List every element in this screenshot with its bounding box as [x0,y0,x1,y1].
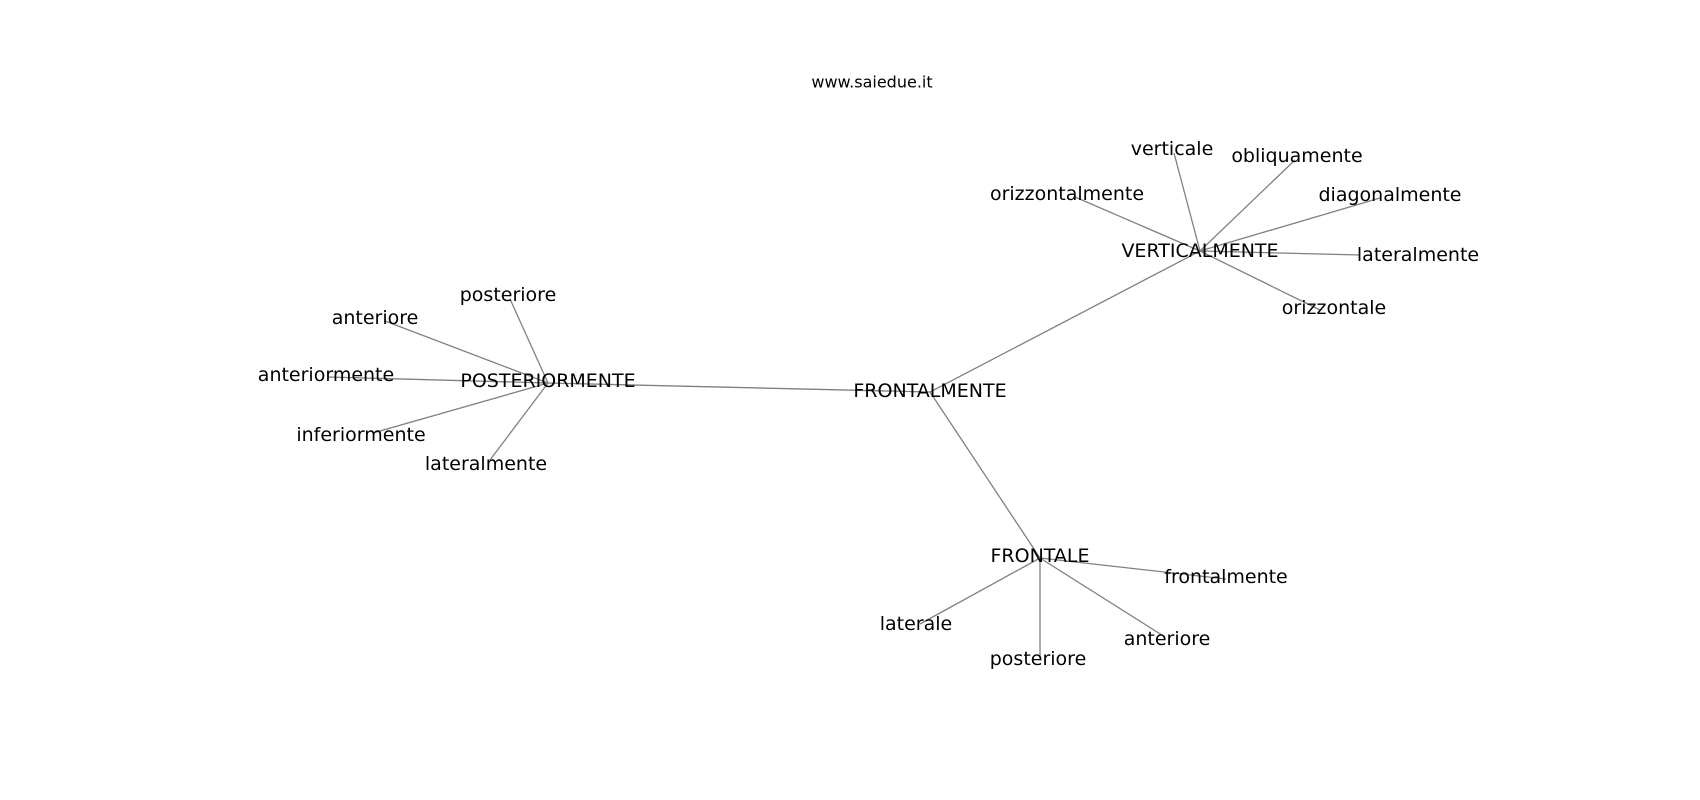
leaf-node-frontale-frontalmente: frontalmente [1164,566,1288,588]
leaf-node-verticalmente-orizzontalmente: orizzontalmente [990,183,1144,205]
hub-node-verticalmente: VERTICALMENTE [1121,240,1278,262]
leaf-node-verticalmente-diagonalmente: diagonalmente [1318,184,1461,206]
graph-nodes: FRONTALMENTE VERTICALMENTE verticale obliqu… [258,138,1479,670]
edge-posteriormente-lateralmente [489,382,549,461]
leaf-node-verticalmente-orizzontale: orizzontale [1282,297,1386,319]
edge-frontalmente-posteriormente [547,382,931,393]
leaf-node-verticalmente-obliquamente: obliquamente [1231,145,1362,167]
edge-verticalmente-orizzontale [1199,250,1321,311]
leaf-node-frontale-laterale: laterale [880,613,952,635]
edge-frontale-frontalmente [1039,557,1227,580]
edge-posteriormente-anteriormente [327,376,549,384]
watermark-text: www.saiedue.it [811,73,932,92]
leaf-node-frontale-anteriore: anteriore [1124,628,1211,650]
leaf-node-verticalmente-lateralmente: lateralmente [1357,244,1479,266]
edge-verticalmente-lateralmente [1199,250,1361,256]
edge-posteriormente-anteriore [384,320,549,384]
edge-posteriormente-posteriore [509,298,549,384]
leaf-node-posteriormente-lateralmente: lateralmente [425,453,547,475]
edge-verticalmente-verticale [1173,152,1201,252]
leaf-node-frontale-posteriore: posteriore [990,648,1087,670]
edge-frontalmente-verticalmente [929,250,1201,393]
edge-frontale-laterale [919,557,1041,625]
leaf-node-posteriormente-anteriormente: anteriormente [258,364,394,386]
leaf-node-posteriormente-posteriore: posteriore [460,284,557,306]
edge-frontale-anteriore [1039,557,1166,638]
edge-posteriormente-inferiormente [372,382,549,434]
leaf-node-posteriormente-inferiormente: inferiormente [296,424,425,446]
hub-node-frontale: FRONTALE [990,545,1089,567]
edge-verticalmente-obliquamente [1199,159,1296,252]
edge-frontalmente-frontale [929,391,1041,559]
hub-node-frontalmente: FRONTALMENTE [853,380,1006,402]
edge-verticalmente-diagonalmente [1199,197,1381,252]
graph-edges [327,152,1381,658]
leaf-node-posteriormente-anteriore: anteriore [332,307,419,329]
edge-verticalmente-orizzontalmente [1074,196,1201,252]
leaf-node-verticalmente-verticale: verticale [1131,138,1214,160]
hub-node-posteriormente: POSTERIORMENTE [460,370,635,392]
